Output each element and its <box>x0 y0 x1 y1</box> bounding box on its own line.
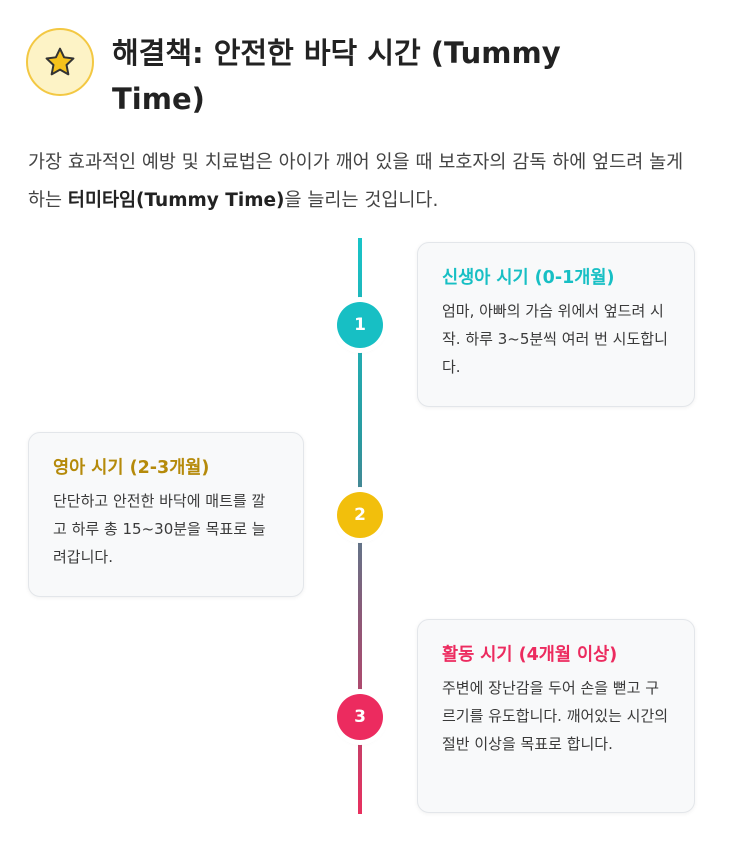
intro-text-after: 을 늘리는 것입니다. <box>284 190 439 211</box>
step-1-marker: 1 <box>337 302 383 348</box>
step-3-text: 주변에 장난감을 두어 손을 뻗고 구르기를 유도합니다. 깨어있는 시간의 절… <box>442 679 669 753</box>
step-2-card: 영아 시기 (2-3개월) 단단하고 안전한 바닥에 매트를 깔고 하루 총 1… <box>28 432 304 597</box>
intro-paragraph: 가장 효과적인 예방 및 치료법은 아이가 깨어 있을 때 보호자의 감독 하에… <box>28 144 698 220</box>
step-1-title: 신생아 시기 (0-1개월) <box>442 268 615 288</box>
step-3-marker: 3 <box>337 694 383 740</box>
intro-text-before: 가장 효과적인 예방 및 치료법은 아이가 깨어 있을 때 보호자의 감독 하에… <box>28 152 684 211</box>
step-3-number: 3 <box>354 707 366 727</box>
section-header: 해결책: 안전한 바닥 시간 (Tummy Time) <box>26 28 716 128</box>
step-2-number: 2 <box>354 505 366 525</box>
step-1-number: 1 <box>354 315 366 335</box>
star-icon <box>45 47 75 76</box>
step-3-title: 활동 시기 (4개월 이상) <box>442 645 618 665</box>
step-3-card: 활동 시기 (4개월 이상) 주변에 장난감을 두어 손을 뻗고 구르기를 유도… <box>417 619 695 813</box>
star-badge <box>26 28 94 96</box>
intro-bold-term: 터미타임(Tummy Time) <box>67 190 285 211</box>
step-2-text: 단단하고 안전한 바닥에 매트를 깔고 하루 총 15~30분을 목표로 늘려갑… <box>53 492 266 566</box>
step-2-title: 영아 시기 (2-3개월) <box>53 458 210 478</box>
step-1-text: 엄마, 아빠의 가슴 위에서 엎드려 시작. 하루 3~5분씩 여러 번 시도합… <box>442 302 668 376</box>
step-2-marker: 2 <box>337 492 383 538</box>
step-1-card: 신생아 시기 (0-1개월) 엄마, 아빠의 가슴 위에서 엎드려 시작. 하루… <box>417 242 695 407</box>
page-title: 해결책: 안전한 바닥 시간 (Tummy Time) <box>112 36 561 116</box>
